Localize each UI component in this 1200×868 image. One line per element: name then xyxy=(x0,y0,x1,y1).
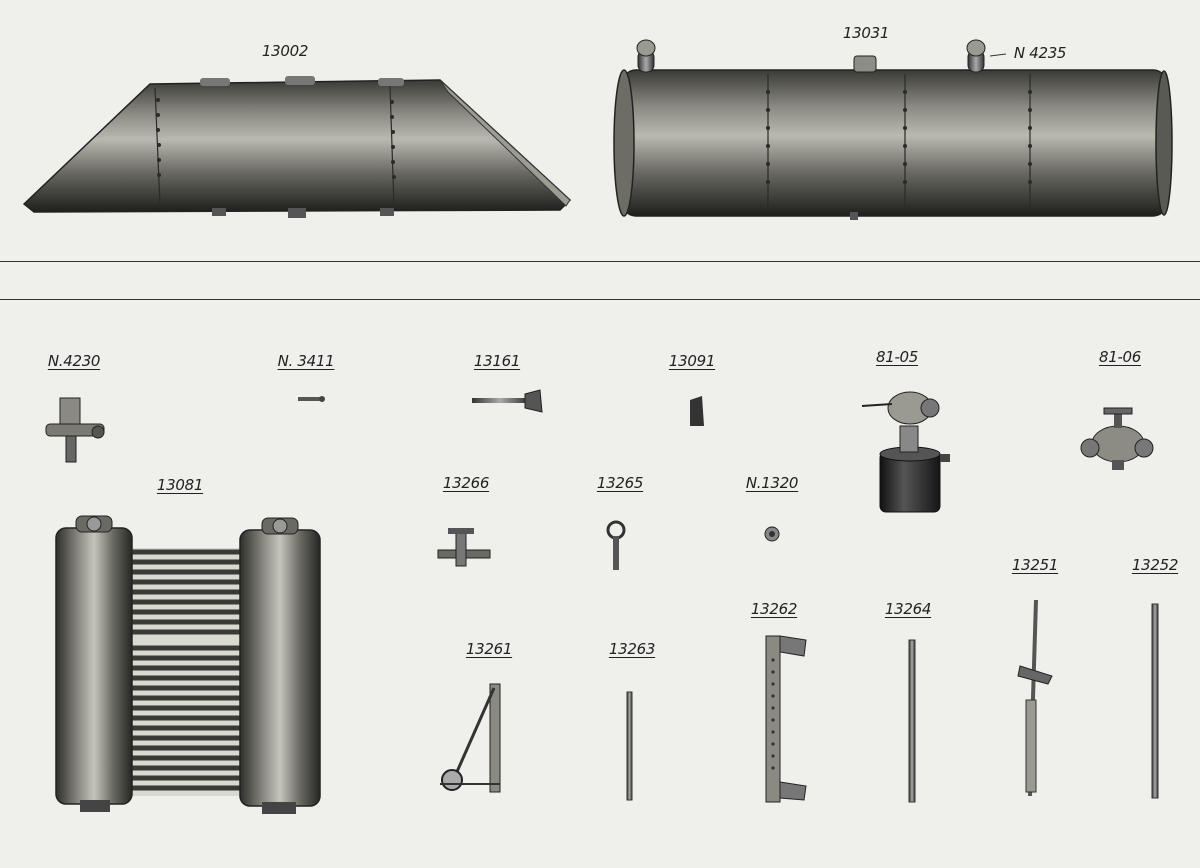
tank-tapered-13002 xyxy=(22,76,572,218)
tap-81-06 xyxy=(1080,407,1154,470)
label-13261: 13261 xyxy=(465,640,513,658)
rod-13263 xyxy=(626,691,633,801)
label-n4235: N 4235 xyxy=(1013,44,1067,62)
label-13263: 13263 xyxy=(608,640,656,658)
label-13031: 13031 xyxy=(842,24,890,42)
clamp-13265 xyxy=(606,520,626,570)
gauge-plate-13262 xyxy=(765,635,807,803)
label-13251: 13251 xyxy=(1011,556,1059,574)
label-13252: 13252 xyxy=(1131,556,1179,574)
fitting-n4230 xyxy=(45,397,105,463)
label-n1320: N.1320 xyxy=(745,474,799,492)
label-81-05: 81-05 xyxy=(875,348,919,366)
float-assembly-13261 xyxy=(440,683,501,793)
radiator-13081 xyxy=(55,515,321,814)
label-13262: 13262 xyxy=(750,600,798,618)
nut-n1320 xyxy=(764,526,780,542)
radiator-fins xyxy=(128,548,246,796)
divider-lower xyxy=(0,299,1200,300)
pin-n3411 xyxy=(298,396,325,402)
lubricator-81-05 xyxy=(861,391,950,513)
label-n3411: N. 3411 xyxy=(277,352,335,370)
label-81-06: 81-06 xyxy=(1098,348,1142,366)
gauge-rod-13251 xyxy=(1017,599,1053,797)
label-13265: 13265 xyxy=(596,474,644,492)
label-13266: 13266 xyxy=(442,474,490,492)
divider-upper xyxy=(0,261,1200,262)
tank-cylinder-13031 xyxy=(613,39,1173,220)
rod-13252 xyxy=(1151,603,1159,799)
label-13161: 13161 xyxy=(473,352,521,370)
label-13264: 13264 xyxy=(884,600,932,618)
label-13091: 13091 xyxy=(668,352,716,370)
label-13081: 13081 xyxy=(156,476,204,494)
label-n4230: N.4230 xyxy=(47,352,101,370)
label-13002: 13002 xyxy=(261,42,309,60)
bracket-13091 xyxy=(690,396,704,426)
rod-13264 xyxy=(908,639,916,803)
tap-13266 xyxy=(437,528,491,567)
valve-13161 xyxy=(472,389,543,413)
